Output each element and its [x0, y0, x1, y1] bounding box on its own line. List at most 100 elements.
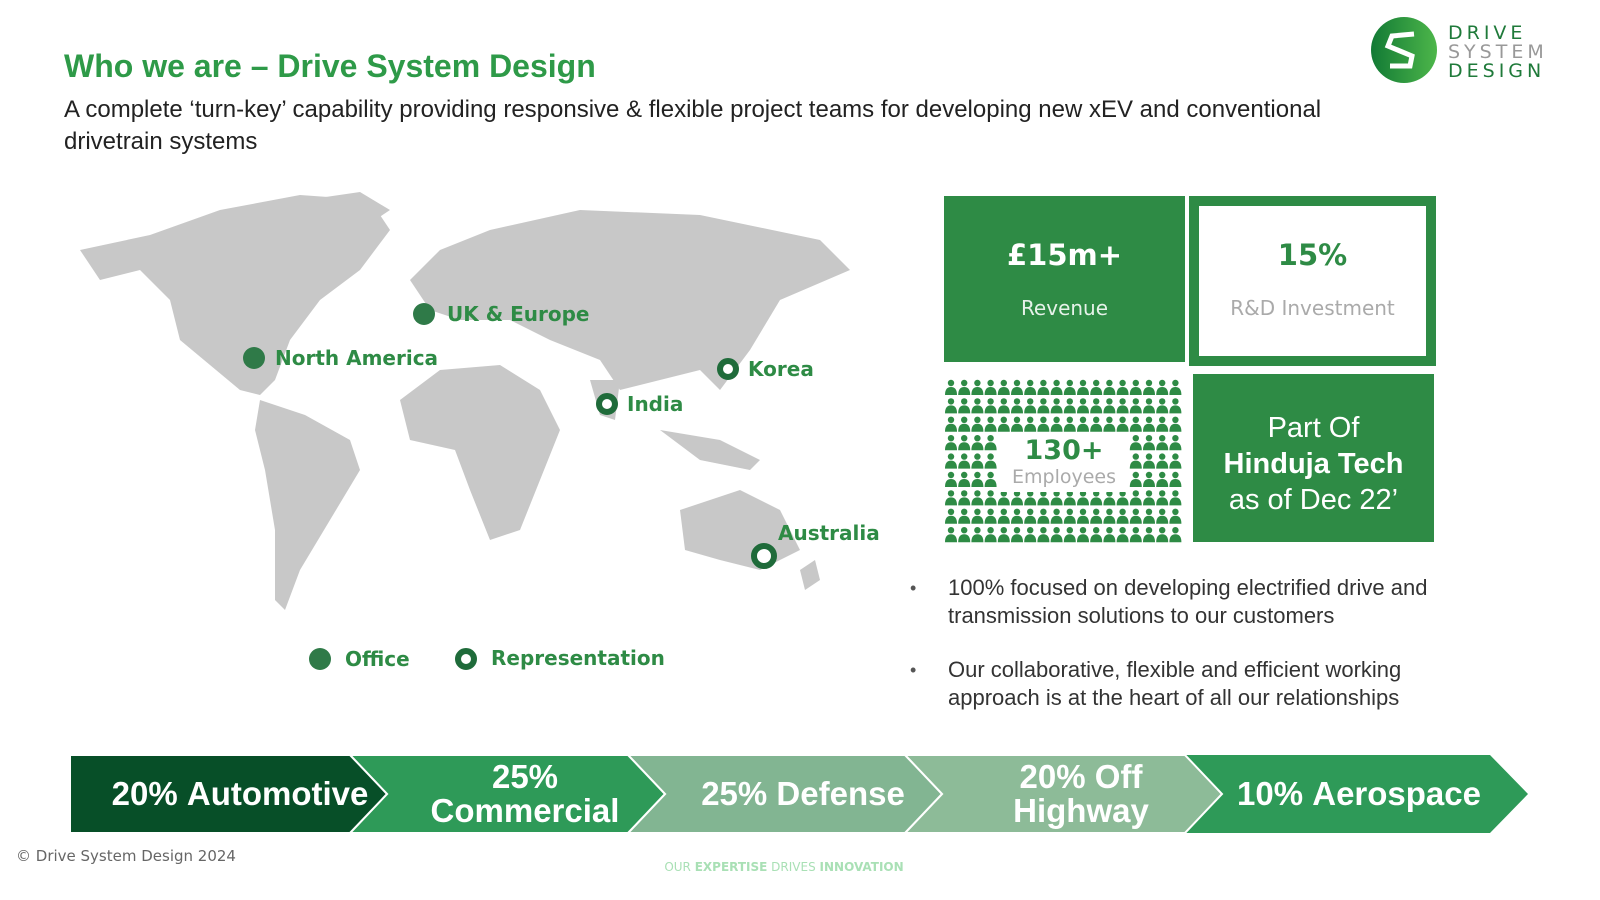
hinduja-line1: Part Of: [1267, 412, 1360, 444]
person-icon: [1063, 416, 1076, 432]
person-icon: [958, 379, 971, 395]
person-icon: [1011, 490, 1023, 506]
person-icon: [1103, 398, 1116, 414]
person-icon: [1077, 416, 1089, 432]
person-icon: [1169, 508, 1182, 524]
person-icon: [1143, 471, 1155, 487]
key-points-list: 100% focused on developing electrified d…: [910, 574, 1450, 738]
person-icon: [1024, 398, 1037, 414]
person-icon: [1011, 527, 1023, 543]
person-icon: [1143, 453, 1155, 469]
page-title: Who we are – Drive System Design: [64, 48, 596, 84]
person-icon: [958, 453, 971, 469]
person-icon: [1143, 379, 1155, 395]
legend-representation-icon: [455, 648, 477, 670]
person-icon: [1143, 508, 1155, 524]
person-icon: [1156, 527, 1169, 543]
revenue-label: Revenue: [1020, 296, 1109, 320]
person-icon: [1037, 490, 1050, 506]
person-icon: [1169, 471, 1182, 487]
person-icon: [984, 453, 997, 469]
person-icon: [1063, 379, 1076, 395]
person-icon: [1063, 508, 1076, 524]
person-icon: [1156, 490, 1169, 506]
person-icon: [971, 398, 984, 414]
person-icon: [1129, 435, 1142, 451]
person-icon: [1077, 379, 1089, 395]
person-icon: [971, 490, 984, 506]
representation-marker-korea: [717, 358, 739, 380]
legend-office-icon: [309, 648, 331, 670]
person-icon: [1011, 379, 1023, 395]
person-icon: [1169, 416, 1182, 432]
rd-value: 15%: [1277, 238, 1348, 272]
person-icon: [1156, 379, 1169, 395]
person-icon: [1143, 527, 1155, 543]
person-icon: [1103, 416, 1116, 432]
person-icon: [1037, 379, 1050, 395]
person-icon: [1156, 508, 1169, 524]
person-icon: [1116, 379, 1129, 395]
person-icon: [1103, 508, 1116, 524]
sector-label-commercial: 25%Commercial: [390, 755, 660, 833]
sector-pct: 20%: [1019, 758, 1086, 795]
sector-name: Automotive: [186, 775, 369, 812]
person-icon: [1050, 416, 1063, 432]
person-icon: [984, 527, 997, 543]
employees-people-grid: [945, 379, 1182, 543]
person-icon: [971, 435, 984, 451]
person-icon: [984, 379, 997, 395]
person-icon: [1090, 398, 1103, 414]
tagline-part: DRIVES: [767, 860, 820, 874]
person-icon: [1169, 453, 1182, 469]
location-label-korea: Korea: [748, 357, 814, 381]
person-icon: [1050, 527, 1063, 543]
person-icon: [1050, 490, 1063, 506]
person-icon: [1024, 527, 1037, 543]
company-logo: DRIVE SYSTEM DESIGN: [1370, 16, 1570, 88]
person-icon: [1037, 398, 1050, 414]
person-icon: [958, 527, 971, 543]
person-icon: [1116, 527, 1129, 543]
person-icon: [971, 453, 984, 469]
legend-office-label: Office: [345, 647, 410, 671]
person-icon: [1037, 527, 1050, 543]
logo-text-system: SYSTEM: [1448, 41, 1548, 63]
person-icon: [997, 379, 1010, 395]
sector-label-aerospace: 10% Aerospace: [1224, 755, 1494, 833]
person-icon: [1037, 508, 1050, 524]
person-icon: [958, 490, 971, 506]
person-icon: [971, 508, 984, 524]
person-icon: [1169, 379, 1182, 395]
person-icon: [1011, 416, 1023, 432]
copyright-text: © Drive System Design 2024: [16, 847, 236, 865]
hinduja-line3: as of Dec 22’: [1228, 484, 1399, 516]
person-icon: [1063, 490, 1076, 506]
employees-count: 130+ Employees: [1000, 436, 1128, 492]
tagline-part: INNOVATION: [819, 860, 904, 874]
world-map: [80, 192, 850, 610]
person-icon: [1156, 416, 1169, 432]
person-icon: [997, 398, 1010, 414]
sector-segment-aerospace: [1185, 755, 1528, 833]
location-label-india: India: [627, 392, 684, 416]
person-icon: [945, 379, 957, 395]
person-icon: [1090, 527, 1103, 543]
person-icon: [997, 508, 1010, 524]
person-icon: [1143, 398, 1155, 414]
person-icon: [1143, 490, 1155, 506]
person-icon: [1169, 527, 1182, 543]
sector-pct: 25%: [491, 758, 559, 795]
page-subtitle: A complete ‘turn-key’ capability providi…: [64, 96, 1322, 155]
person-icon: [958, 416, 971, 432]
person-icon: [984, 435, 997, 451]
rd-label: R&D Investment: [1230, 296, 1395, 320]
hinduja-tile: Part Of Hinduja Tech as of Dec 22’: [1193, 374, 1434, 542]
tagline-part: OUR: [664, 860, 695, 874]
person-icon: [984, 398, 997, 414]
person-icon: [1090, 508, 1103, 524]
footer-tagline: OUR EXPERTISE DRIVES INNOVATION: [0, 860, 1568, 874]
person-icon: [997, 416, 1010, 432]
person-icon: [984, 490, 997, 506]
person-icon: [1169, 435, 1182, 451]
